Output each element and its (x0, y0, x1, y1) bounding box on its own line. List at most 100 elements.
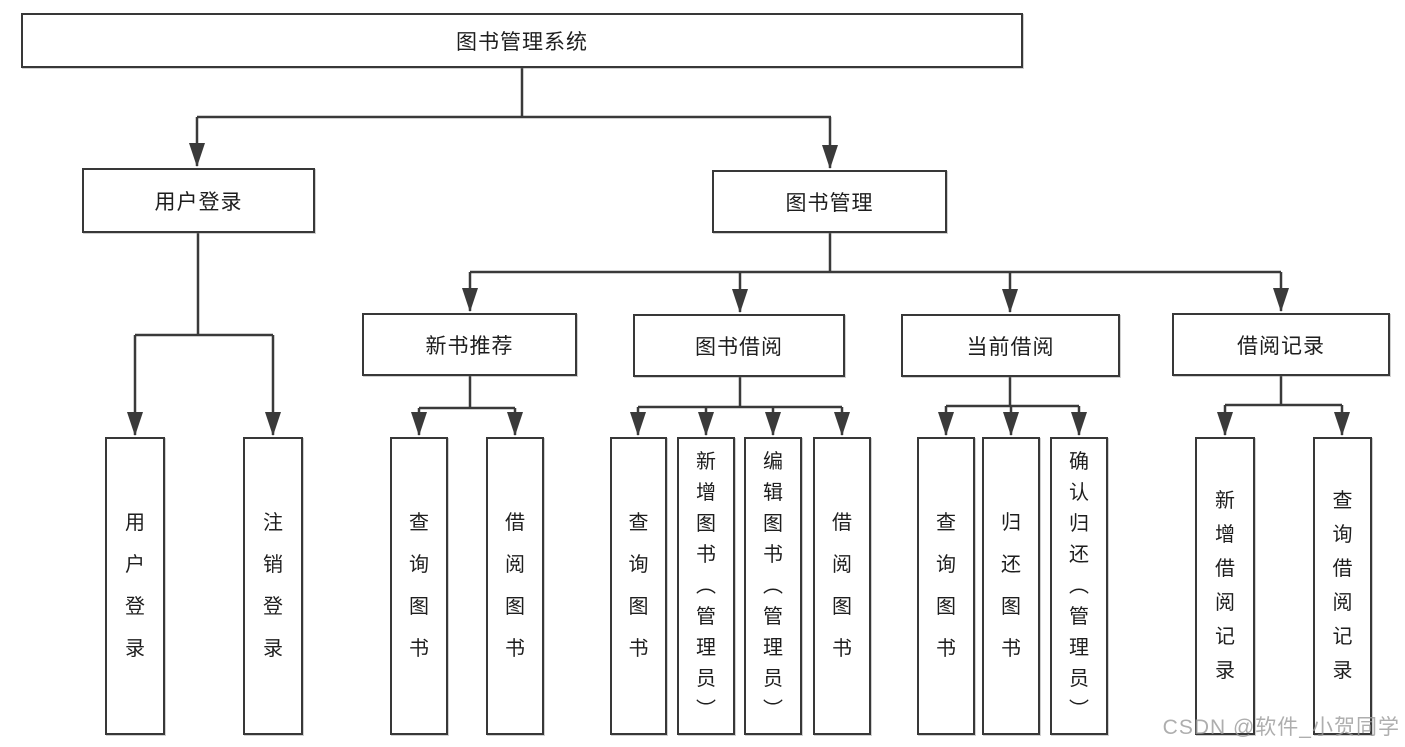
records-connector (1225, 376, 1342, 407)
leaf-label-char: ︶ (1069, 699, 1089, 721)
leaf-label-char: 询 (409, 554, 429, 576)
leaf-query-borrow-record: 查询借阅记录 (1313, 437, 1372, 735)
leaf-label-char: 书 (832, 638, 852, 660)
mgmt-connector (470, 233, 1281, 274)
leaf-label-char: 书 (505, 638, 525, 660)
leaf-label-char: 询 (936, 554, 956, 576)
leaf-label-char: 辑 (763, 482, 783, 504)
leaf-label-char: 登 (125, 596, 145, 618)
leaf-label-char: 录 (263, 638, 283, 660)
leaf-label-char: 书 (763, 544, 783, 566)
leaf-label-char: 图 (1001, 596, 1021, 618)
leaf-label-char: 新 (696, 451, 716, 473)
node-borrow-records: 借阅记录 (1172, 313, 1390, 376)
leaf-label-char: ︵ (763, 575, 783, 597)
leaf-user-login: 用户登录 (105, 437, 165, 735)
node-book-borrow: 图书借阅 (633, 314, 845, 377)
leaf-logout: 注销登录 (243, 437, 303, 735)
leaf-label-char: 还 (1069, 544, 1089, 566)
leaf-add-borrow-record: 新增借阅记录 (1195, 437, 1255, 735)
leaf-label-char: 图 (763, 513, 783, 535)
leaf-label-char: 员 (1069, 668, 1089, 690)
leaf-label-char: 图 (696, 513, 716, 535)
root-connector (197, 68, 831, 119)
node-root-system: 图书管理系统 (21, 13, 1023, 68)
leaf-label-char: 书 (936, 638, 956, 660)
leaf-label-char: 用 (125, 512, 145, 534)
leaf-label-char: 增 (696, 482, 716, 504)
leaf-label-char: 询 (628, 554, 649, 576)
leaf-edit-books-admin: 编辑图书 ︵ 管理员 ︶ (744, 437, 802, 735)
leaf-label-char: 查 (936, 512, 956, 534)
leaf-label-char: 管 (696, 606, 716, 628)
leaf-label-char: 编 (763, 451, 783, 473)
newbook-connector (419, 376, 515, 410)
leaf-label-char: 归 (1069, 513, 1089, 535)
leaf-label-char: 员 (763, 668, 783, 690)
leaf-label-char: 图 (409, 596, 429, 618)
leaf-label-char: 销 (263, 554, 283, 576)
leaf-label-char: 录 (125, 638, 145, 660)
leaf-label-char: 记 (1215, 626, 1235, 648)
leaf-label-char: 录 (1332, 660, 1353, 682)
leaf-return-books: 归还图书 (982, 437, 1040, 735)
leaf-label-char: 询 (1332, 524, 1353, 546)
csdn-watermark: CSDN @软件_小贺同学 (1162, 716, 1400, 739)
leaf-label-char: 新 (1215, 490, 1235, 512)
leaf-label-char: 增 (1215, 524, 1235, 546)
leaf-label-char: 图 (505, 596, 525, 618)
leaf-query-books-borrow: 查询图书 (610, 437, 667, 735)
node-new-book-recommend: 新书推荐 (362, 313, 577, 376)
node-current-borrow: 当前借阅 (901, 314, 1120, 377)
leaf-label-char: ︵ (1069, 575, 1089, 597)
leaf-label-char: 记 (1332, 626, 1353, 648)
leaf-label-char: 图 (628, 596, 649, 618)
leaf-label-char: 管 (763, 606, 783, 628)
leaf-query-books-recommend: 查询图书 (390, 437, 448, 735)
leaf-label-char: 查 (628, 512, 649, 534)
leaf-label-char: 还 (1001, 554, 1021, 576)
current-connector (946, 377, 1079, 408)
node-book-management: 图书管理 (712, 170, 947, 233)
leaf-label-char: 书 (628, 638, 649, 660)
leaf-label-char: 归 (1001, 512, 1021, 534)
leaf-query-books-current: 查询图书 (917, 437, 975, 735)
node-user-login: 用户登录 (82, 168, 315, 233)
leaf-label-char: 图 (832, 596, 852, 618)
leaf-borrow-books: 借阅图书 (813, 437, 871, 735)
leaf-label-char: 理 (696, 637, 716, 659)
leaf-label-char: 查 (409, 512, 429, 534)
leaf-label-char: 户 (125, 554, 145, 576)
leaf-label-char: 书 (1001, 638, 1021, 660)
leaf-label-char: 图 (936, 596, 956, 618)
leaf-label-char: 阅 (1215, 592, 1235, 614)
leaf-label-char: ︶ (696, 699, 716, 721)
leaf-label-char: 阅 (1332, 592, 1353, 614)
leaf-label-char: 查 (1332, 490, 1353, 512)
login-connector (135, 233, 273, 337)
leaf-label-char: 借 (832, 512, 852, 534)
leaf-label-char: 登 (263, 596, 283, 618)
leaf-label-char: 借 (505, 512, 525, 534)
leaf-label-char: 管 (1069, 606, 1089, 628)
leaf-label-char: 书 (409, 638, 429, 660)
leaf-label-char: ︶ (763, 699, 783, 721)
leaf-label-char: 书 (696, 544, 716, 566)
leaf-label-char: 阅 (505, 554, 525, 576)
leaf-add-books-admin: 新增图书 ︵ 管理员 ︶ (677, 437, 735, 735)
leaf-label-char: 理 (1069, 637, 1089, 659)
leaf-borrow-books-recommend: 借阅图书 (486, 437, 544, 735)
leaf-label-char: 注 (263, 512, 283, 534)
leaf-label-char: 借 (1215, 558, 1235, 580)
leaf-label-char: 确 (1069, 451, 1089, 473)
leaf-label-char: ︵ (696, 575, 716, 597)
borrow-connector (638, 377, 842, 409)
leaf-label-char: 理 (763, 637, 783, 659)
leaf-confirm-return-admin: 确认归还 ︵ 管理员 ︶ (1050, 437, 1108, 735)
leaf-label-char: 认 (1069, 482, 1089, 504)
leaf-label-char: 录 (1215, 660, 1235, 682)
leaf-label-char: 员 (696, 668, 716, 690)
leaf-label-char: 借 (1332, 558, 1353, 580)
